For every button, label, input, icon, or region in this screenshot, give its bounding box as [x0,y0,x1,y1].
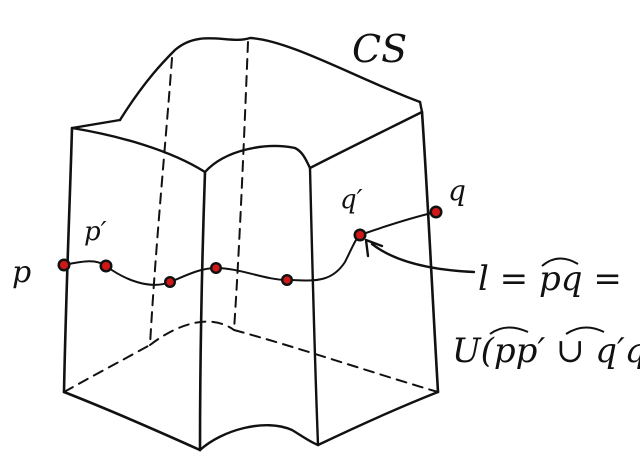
formula-line-1: l = pq = [478,259,622,299]
label-q-prime: q′ [340,185,363,215]
hidden-bottom-back-curve [150,322,234,345]
top-right-edge [420,102,422,112]
hidden-bottom-back-left [64,345,150,392]
label-p: p [12,255,31,290]
annotation-arrow [366,240,474,272]
bottom-right-edge [318,392,438,445]
marker-p [58,259,71,272]
marker-q [430,206,443,219]
point-markers [58,206,443,289]
labels: CS p p′ q q′ l = pq = U(pp′ ∪ q′q ) [12,27,640,371]
top-left-edge [72,120,120,128]
front-top-edge-curve [205,146,310,172]
space-label-cs: CS [352,27,407,71]
front-inner-vertical-edge [200,172,205,450]
marker-p-prime [100,260,113,273]
marker-q-prime [354,229,367,242]
marker-mid-1 [164,276,176,288]
back-right-vertical-edge [422,112,438,392]
marker-mid-2 [210,262,222,274]
hidden-vertical-left [150,58,172,345]
hidden-vertical-right [234,42,248,330]
front-top-edge-right [310,112,422,168]
label-q: q [448,174,466,207]
bottom-middle-curve [200,425,318,450]
bottom-left-edge [64,392,200,450]
arrow-shaft [372,244,474,272]
front-right-vertical-edge [310,168,318,445]
front-top-edge-left [72,128,205,172]
box-outline [64,38,438,450]
label-p-prime: p′ [84,217,107,247]
formula-line-2: U(pp′ ∪ q′q ) [452,331,640,371]
hidden-edges [64,42,438,392]
marker-mid-3 [281,274,293,286]
hidden-bottom-back-right [234,330,438,392]
